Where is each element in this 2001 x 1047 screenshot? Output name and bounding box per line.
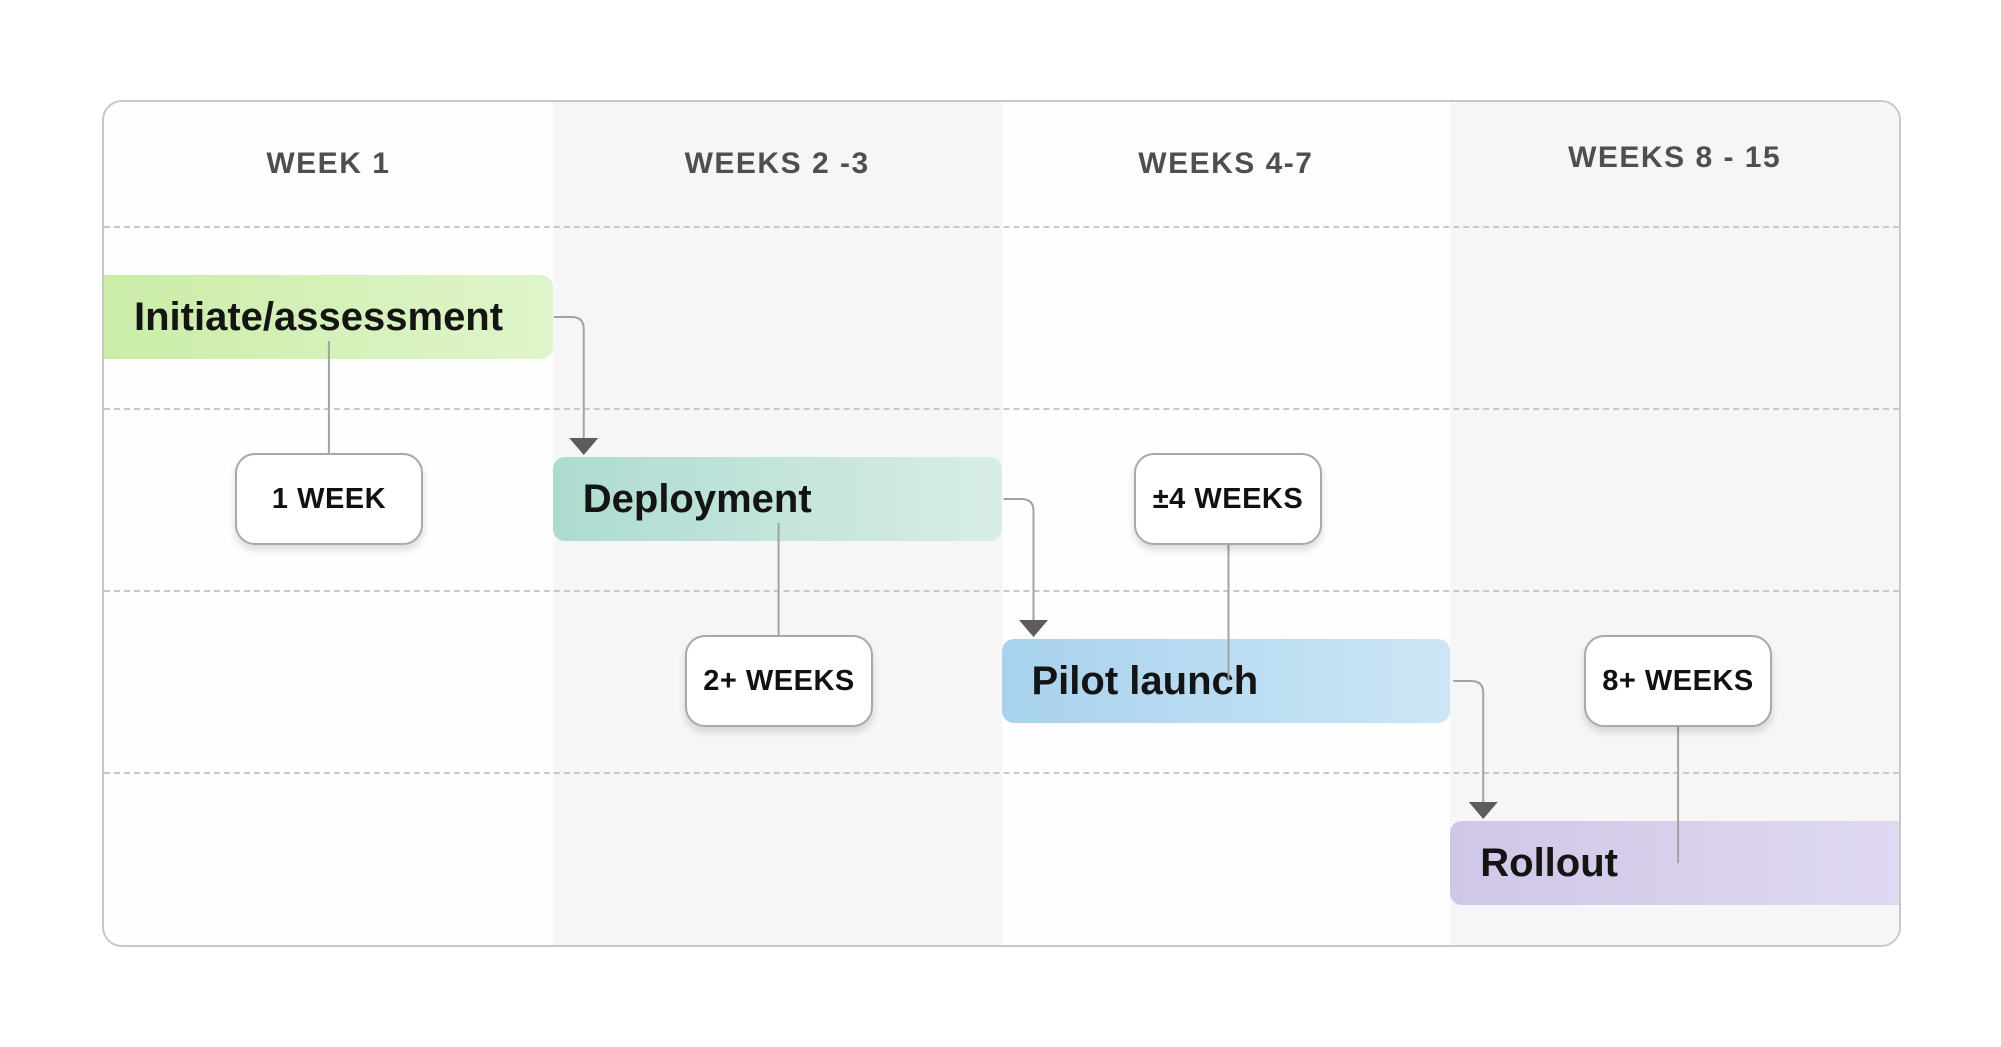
task-bar-label: Pilot launch	[1031, 658, 1259, 703]
duration-badge-1-week: 1 WEEK	[235, 453, 423, 545]
column-header-weeks-4-7: WEEKS 4-7	[1138, 147, 1314, 180]
dependency-arrow-line	[1003, 498, 1035, 620]
duration-badge-label: 1 WEEK	[271, 482, 387, 515]
column-stripe-weeks-8-15	[1450, 102, 1899, 945]
column-header-week-1: WEEK 1	[266, 147, 391, 180]
row-divider	[104, 408, 1899, 410]
row-divider	[104, 226, 1899, 228]
arrow-down-icon	[1019, 620, 1048, 637]
task-bar-initiate-assessment: Initiate/assessment	[104, 275, 553, 359]
column-header-weeks-2-3: WEEKS 2 -3	[684, 147, 870, 180]
task-bar-label: Rollout	[1480, 840, 1618, 885]
row-divider	[104, 590, 1899, 592]
task-bar-deployment: Deployment	[552, 457, 1002, 541]
column-header-weeks-8-15: WEEKS 8 - 15	[1568, 141, 1782, 174]
task-bar-label: Deployment	[582, 476, 812, 521]
row-divider	[104, 772, 1899, 774]
duration-badge-label: ±4 WEEKS	[1152, 482, 1304, 515]
task-bar-rollout: Rollout	[1450, 821, 1899, 905]
duration-badge-label: 2+ WEEKS	[703, 664, 855, 697]
duration-badge-label: 8+ WEEKS	[1602, 664, 1754, 697]
duration-badge-8-plus-weeks: 8+ WEEKS	[1584, 635, 1772, 727]
task-bar-pilot-launch: Pilot launch	[1001, 639, 1451, 723]
task-bar-label: Initiate/assessment	[134, 294, 504, 339]
timeline-frame: WEEK 1 WEEKS 2 -3 WEEKS 4-7 WEEKS 8 - 15…	[102, 100, 1901, 947]
duration-badge-plus-minus-4-weeks: ±4 WEEKS	[1134, 453, 1322, 545]
duration-badge-2-plus-weeks: 2+ WEEKS	[685, 635, 873, 727]
